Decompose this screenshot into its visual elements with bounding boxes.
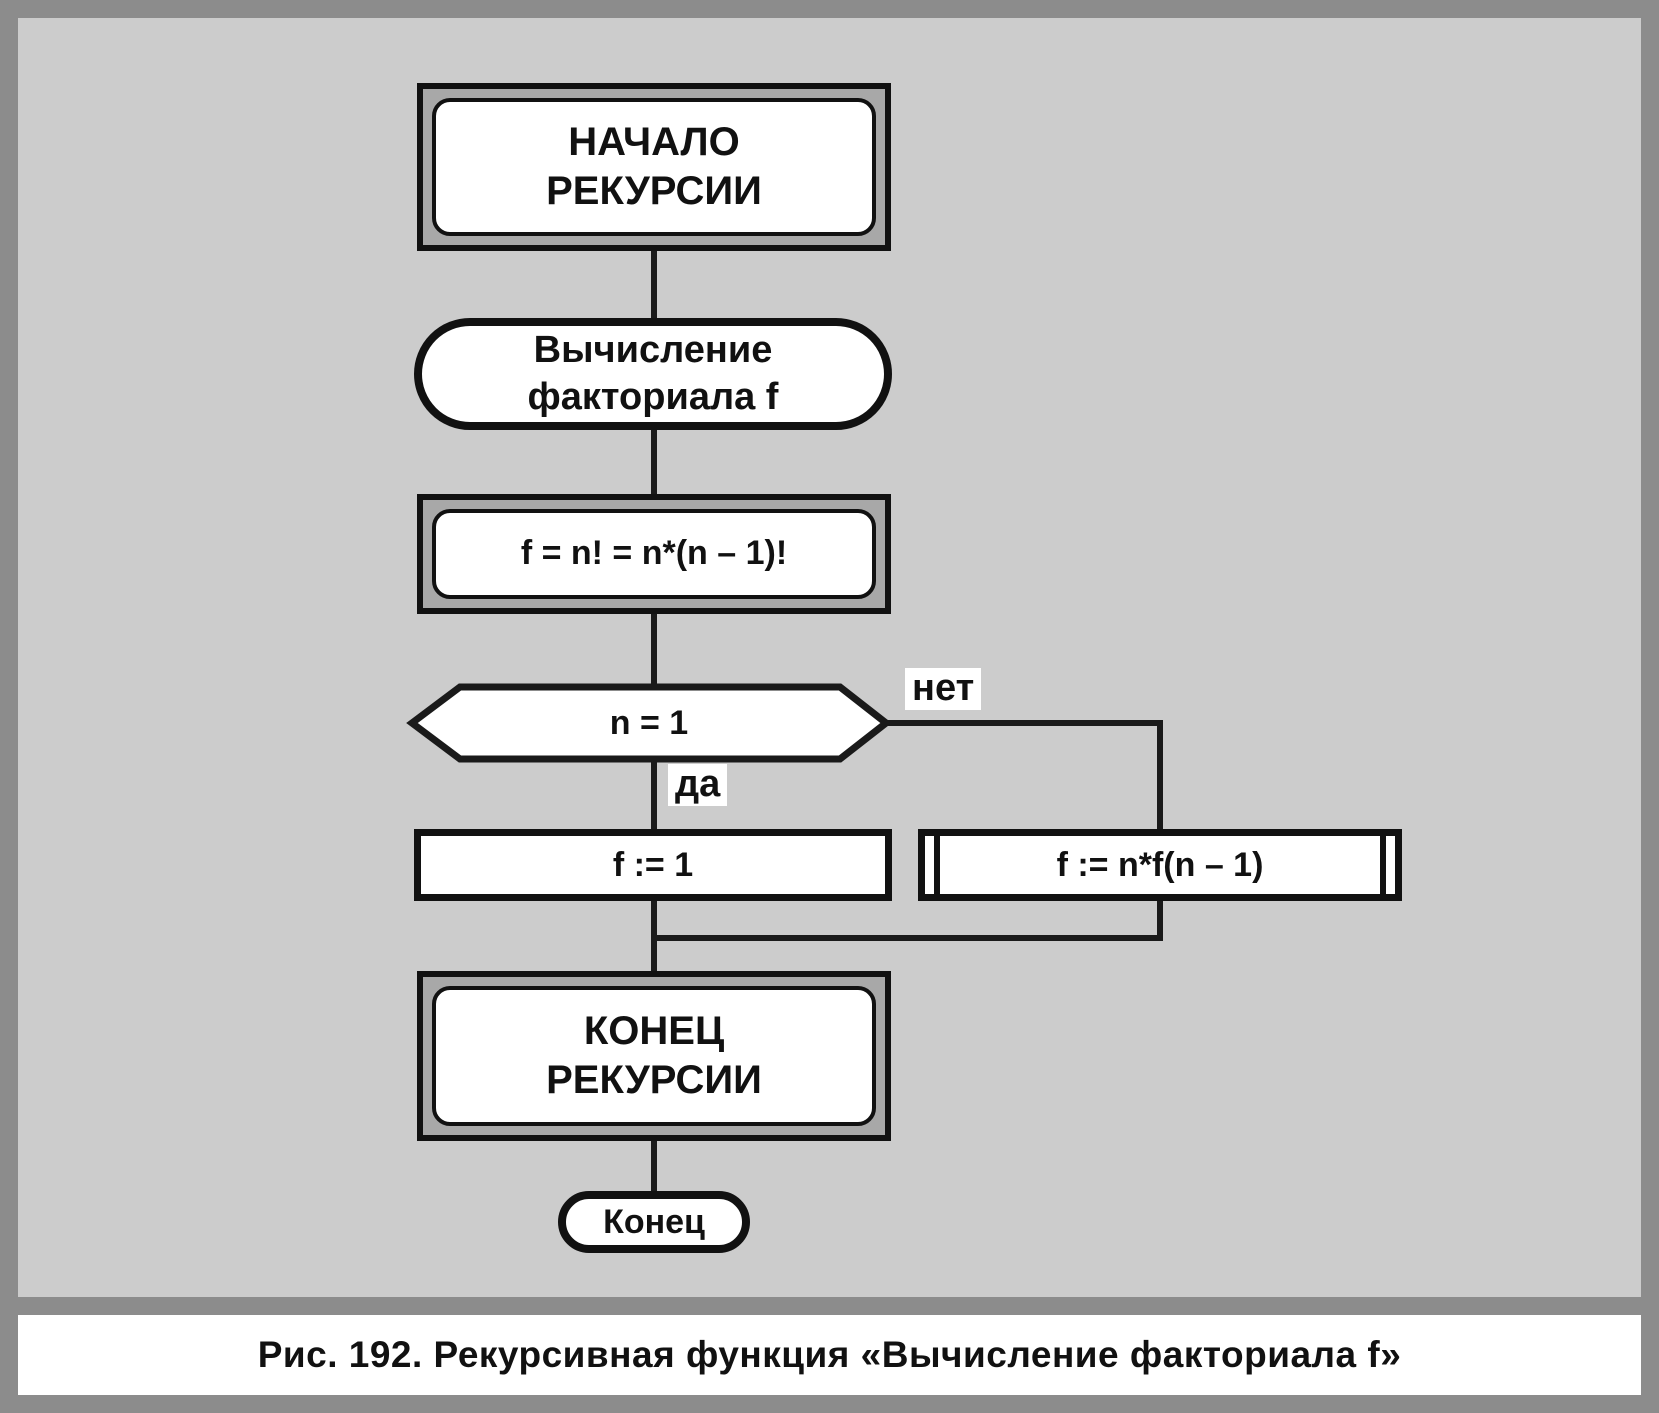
start-line1: НАЧАЛО <box>568 120 740 165</box>
endrec-line2: РЕКУРСИИ <box>546 1058 762 1102</box>
start-line2: РЕКУРСИИ <box>546 169 762 213</box>
node-end-recursion-label: КОНЕЦ РЕКУРСИИ <box>432 986 876 1126</box>
edge-label-yes: да <box>668 764 728 806</box>
predefined-process-left-bar <box>934 836 940 894</box>
node-end: Конец <box>558 1191 750 1253</box>
node-decision-label: n = 1 <box>609 703 689 742</box>
node-recurse-call: f := n*f(n – 1) <box>918 829 1402 901</box>
node-call-factorial: Вычисление факториала f <box>414 318 892 430</box>
node-start-recursion: НАЧАЛО РЕКУРСИИ <box>417 83 891 251</box>
edge-label-no: нет <box>905 668 982 710</box>
endrec-line1: КОНЕЦ <box>583 1009 725 1054</box>
figure-caption-band: Рис. 192. Рекурсивная функция «Вычислени… <box>18 1315 1641 1395</box>
node-start-recursion-label: НАЧАЛО РЕКУРСИИ <box>432 98 876 236</box>
decision-hexagon <box>406 683 892 763</box>
edge-recurse-merge <box>654 897 1163 941</box>
figure-caption: Рис. 192. Рекурсивная функция «Вычислени… <box>257 1334 1402 1375</box>
node-assign-base: f := 1 <box>414 829 892 901</box>
node-formula: f = n! = n*(n – 1)! <box>417 494 891 614</box>
call-line1: Вычисление <box>533 328 773 371</box>
call-line2: факториала f <box>527 376 779 418</box>
node-end-recursion: КОНЕЦ РЕКУРСИИ <box>417 971 891 1141</box>
edge-decision-no <box>880 720 1163 833</box>
predefined-process-right-bar <box>1380 836 1386 894</box>
node-formula-label: f = n! = n*(n – 1)! <box>432 509 876 599</box>
